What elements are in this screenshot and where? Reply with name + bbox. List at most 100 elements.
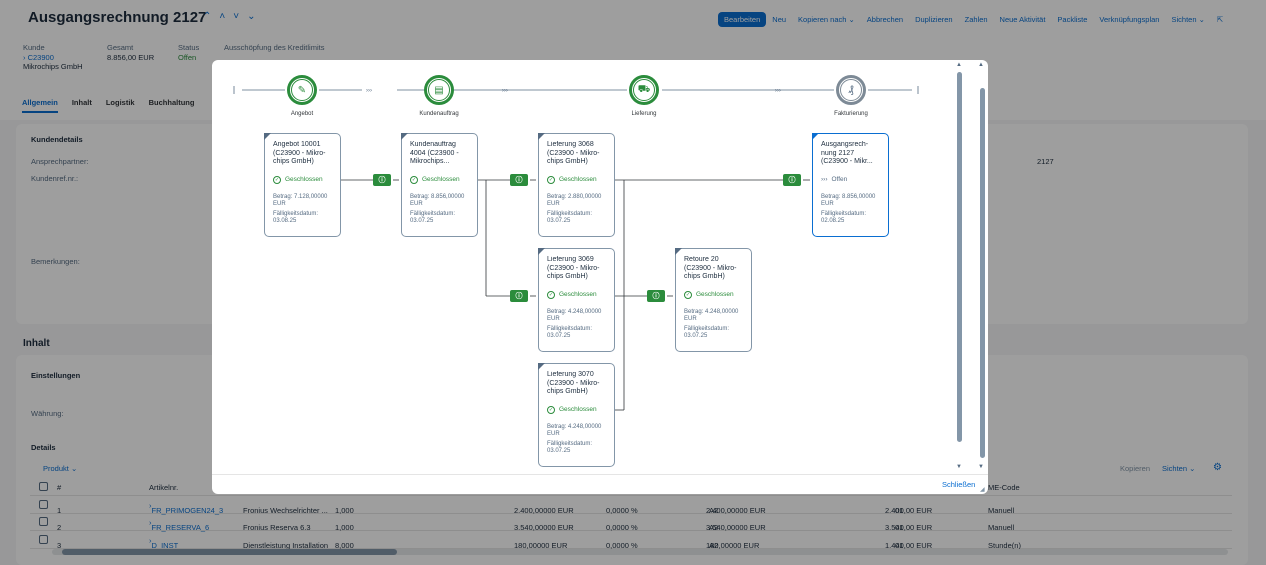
tab-logistik[interactable]: Logistik — [105, 98, 135, 107]
node-due-label: Fälligkeitsdatum: — [684, 325, 730, 332]
node-status: ✓ Geschlossen — [684, 291, 743, 300]
connector-info-icon[interactable]: ⓘ — [647, 290, 665, 302]
discount-text: 0,0000 % — [606, 523, 638, 532]
pay-button[interactable]: Zahlen — [964, 15, 988, 24]
general-right-value: 2127 — [1037, 157, 1054, 166]
lane-lieferung-circle[interactable]: ⛟ — [629, 75, 659, 105]
tax-code-text: A2 — [709, 506, 719, 515]
flow-node-rechnung[interactable]: Ausgangsrech-nung 2127 (C23900 - Mikr...… — [812, 133, 889, 237]
new-button[interactable]: Neu — [772, 15, 787, 24]
scroll-down-icon[interactable]: ▼ — [956, 464, 962, 470]
header-nav-arrows[interactable]: ⌃˄˅⌄ — [203, 11, 263, 22]
node-due-label: Fälligkeitsdatum: — [547, 440, 593, 447]
prev-record-icon[interactable]: ˄ — [219, 11, 234, 22]
kunde-link[interactable]: › C23900 — [23, 53, 54, 62]
row-number-text: 3 — [57, 541, 62, 550]
flow-node-retoure[interactable]: Retoure 20 (C23900 - Mikro-chips GmbH) ✓… — [675, 248, 752, 352]
packlist-button[interactable]: Packliste — [1057, 15, 1088, 24]
node-status: ✓ Geschlossen — [547, 176, 606, 185]
produkt-dropdown[interactable]: Produkt ⌄ — [43, 464, 78, 473]
truck-icon: ⛟ — [633, 79, 655, 101]
connector-info-icon[interactable]: ⓘ — [510, 290, 528, 302]
article-link[interactable]: › FR_RESERVA_6 — [149, 518, 210, 532]
select-all-checkbox[interactable] — [39, 482, 48, 491]
inhalt-title: Inhalt — [23, 338, 50, 349]
check-circle-icon: ✓ — [547, 291, 555, 300]
resize-handle-icon[interactable]: ◢ — [980, 487, 985, 493]
credit-limit-label: Ausschöpfung des Kreditlimits — [224, 43, 325, 52]
me-code-text: Manuell — [988, 523, 1015, 532]
gesamt-value: 8.856,00 EUR — [107, 53, 155, 62]
row-checkbox[interactable] — [39, 535, 48, 544]
node-status: ✓ Geschlossen — [547, 406, 606, 415]
node-corner — [538, 248, 545, 255]
relationship-map-button[interactable]: Verknüpfungsplan — [1099, 15, 1160, 24]
table-hscroll-track[interactable] — [52, 549, 1228, 555]
node-due-date: 03.07.25 — [547, 332, 571, 339]
warehouse-text: 01 — [895, 506, 904, 515]
article-link[interactable]: › FR_PRIMOGEN24_3 — [149, 501, 224, 515]
kopieren-button[interactable]: Kopieren — [1120, 464, 1151, 473]
tab-inhalt[interactable]: Inhalt — [71, 98, 92, 107]
lane-angebot-circle[interactable]: ✎ — [287, 75, 317, 105]
views-label: Sichten — [1171, 15, 1197, 24]
node-status-text: Geschlossen — [559, 406, 597, 413]
kundendetails-title: Kundendetails — [31, 135, 83, 144]
new-activity-button[interactable]: Neue Aktivität — [999, 15, 1046, 24]
node-due-label: Fälligkeitsdatum: — [821, 210, 867, 217]
lane-kundenauftrag-circle[interactable]: ▤ — [424, 75, 454, 105]
copy-to-button[interactable]: Kopieren nach ⌄ — [798, 15, 855, 24]
flow-node-angebot[interactable]: Angebot 10001 (C23900 - Mikro-chips GmbH… — [264, 133, 341, 237]
tab-buchhaltung[interactable]: Buchhaltung — [148, 98, 195, 107]
check-circle-icon: ✓ — [547, 176, 555, 185]
article-link[interactable]: › D_INST — [149, 536, 179, 550]
connector-info-icon[interactable]: ⓘ — [783, 174, 801, 186]
node-status-text: Geschlossen — [422, 176, 460, 183]
row-checkbox[interactable] — [39, 500, 48, 509]
unit-price-text: 180,00000 EUR — [514, 541, 568, 550]
flow-node-auftrag[interactable]: Kundenauftrag 4004 (C23900 - Mikrochips.… — [401, 133, 478, 237]
waehrung-label: Währung: — [31, 409, 64, 418]
open-new-window-icon[interactable]: ⇱ — [1216, 15, 1224, 24]
edit-button[interactable]: Bearbeiten — [718, 12, 767, 27]
col-me-code: ME-Code — [988, 483, 1020, 492]
node-corner — [675, 248, 682, 255]
last-record-icon[interactable]: ⌄ — [247, 11, 264, 22]
flow-node-lief3[interactable]: Lieferung 3070 (C23900 - Mikro-chips Gmb… — [538, 363, 615, 467]
flow-node-lief1[interactable]: Lieferung 3068 (C23900 - Mikro-chips Gmb… — [538, 133, 615, 237]
article-link-text: FR_RESERVA_6 — [151, 523, 210, 532]
connector-info-icon[interactable]: ⓘ — [373, 174, 391, 186]
node-amount: Betrag: 4.248,00000 EUR — [547, 308, 602, 322]
views-button[interactable]: Sichten ⌄ — [1171, 15, 1205, 24]
cancel-button[interactable]: Abbrechen — [866, 15, 904, 24]
node-status: ››› Offen — [821, 176, 880, 185]
sichten-dropdown[interactable]: Sichten ⌄ — [1162, 464, 1196, 473]
me-code-text: Stunde(n) — [988, 541, 1021, 550]
flow-node-lief2[interactable]: Lieferung 3069 (C23900 - Mikro-chips Gmb… — [538, 248, 615, 352]
node-amount: Betrag: 8.856,00000 EUR — [410, 193, 465, 207]
node-status: ✓ Geschlossen — [547, 291, 606, 300]
outer-scroll-up-icon[interactable]: ▲ — [978, 62, 984, 68]
bemerkungen-label: Bemerkungen: — [31, 257, 80, 266]
next-record-icon[interactable]: ˅ — [233, 11, 248, 22]
close-button[interactable]: Schließen — [942, 480, 976, 489]
node-status: ✓ Geschlossen — [410, 176, 469, 185]
table-hscroll-thumb[interactable] — [62, 549, 397, 555]
warehouse-text: 01 — [895, 541, 904, 550]
row-checkbox[interactable] — [39, 517, 48, 526]
dialog-vscroll-thumb[interactable] — [957, 72, 962, 442]
tab-allgemein[interactable]: Allgemein — [22, 98, 58, 113]
scroll-up-icon[interactable]: ▲ — [956, 62, 962, 68]
lane-fakturierung-label: Fakturierung — [834, 111, 868, 117]
settings-gear-icon[interactable]: ⚙ — [1213, 462, 1222, 473]
description-text: Fronius Reserva 6.3 — [243, 523, 311, 532]
lane-fakturierung-circle[interactable]: ₰ — [836, 75, 866, 105]
connector-info-icon[interactable]: ⓘ — [510, 174, 528, 186]
first-record-icon[interactable]: ⌃ — [203, 11, 220, 22]
duplicate-button[interactable]: Duplizieren — [915, 15, 953, 24]
outer-vscroll-thumb[interactable] — [980, 88, 985, 458]
outer-scroll-down-icon[interactable]: ▼ — [978, 464, 984, 470]
